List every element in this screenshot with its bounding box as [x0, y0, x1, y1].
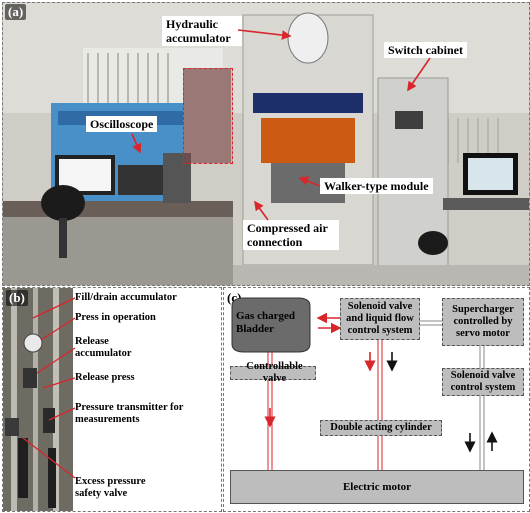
label-press-operation: Press in operation — [75, 312, 156, 323]
label-release-accumulator: Release accumulator — [75, 336, 132, 359]
controllable-valve-box: Controllable valve — [230, 361, 316, 384]
panel-b: (b) Fill/drain accumulator Press in oper… — [2, 287, 222, 512]
supercharger-box: Supercharger controlled by servo motor — [442, 298, 524, 346]
valve-photo — [3, 288, 73, 511]
label-safety-valve: Excess pressure safety valve — [75, 476, 146, 499]
walker-module-label: Walker-type module — [320, 178, 433, 194]
compressed-air-label: Compressed air connection — [243, 220, 339, 250]
label-fill-drain: Fill/drain accumulator — [75, 292, 177, 303]
panel-c: (c) Gas charged Bladd — [223, 287, 530, 512]
cylinder-box: Double acting cylinder — [320, 420, 442, 436]
switch-cabinet-label: Switch cabinet — [384, 42, 467, 58]
panel-b-label: (b) — [6, 290, 28, 306]
panel-c-connectors — [231, 297, 498, 470]
oscilloscope-label: Oscilloscope — [86, 116, 158, 132]
motor-box: Electric motor — [230, 470, 524, 504]
bladder-label: Gas charged Bladder — [236, 310, 295, 335]
label-release-press: Release press — [75, 372, 135, 383]
panel-a-label: (a) — [5, 4, 27, 20]
solenoid-control-box: Solenoid valve control system — [442, 368, 524, 396]
solenoid-liquid-box: Solenoid valve and liquid flow control s… — [340, 298, 420, 340]
panel-b-leader-lines — [22, 297, 76, 479]
hydraulic-accumulator-label: Hydraulic accumulator — [162, 16, 242, 46]
label-pressure-transmitter: Pressure transmitter for measurements — [75, 402, 184, 425]
highlight-box — [183, 68, 233, 164]
